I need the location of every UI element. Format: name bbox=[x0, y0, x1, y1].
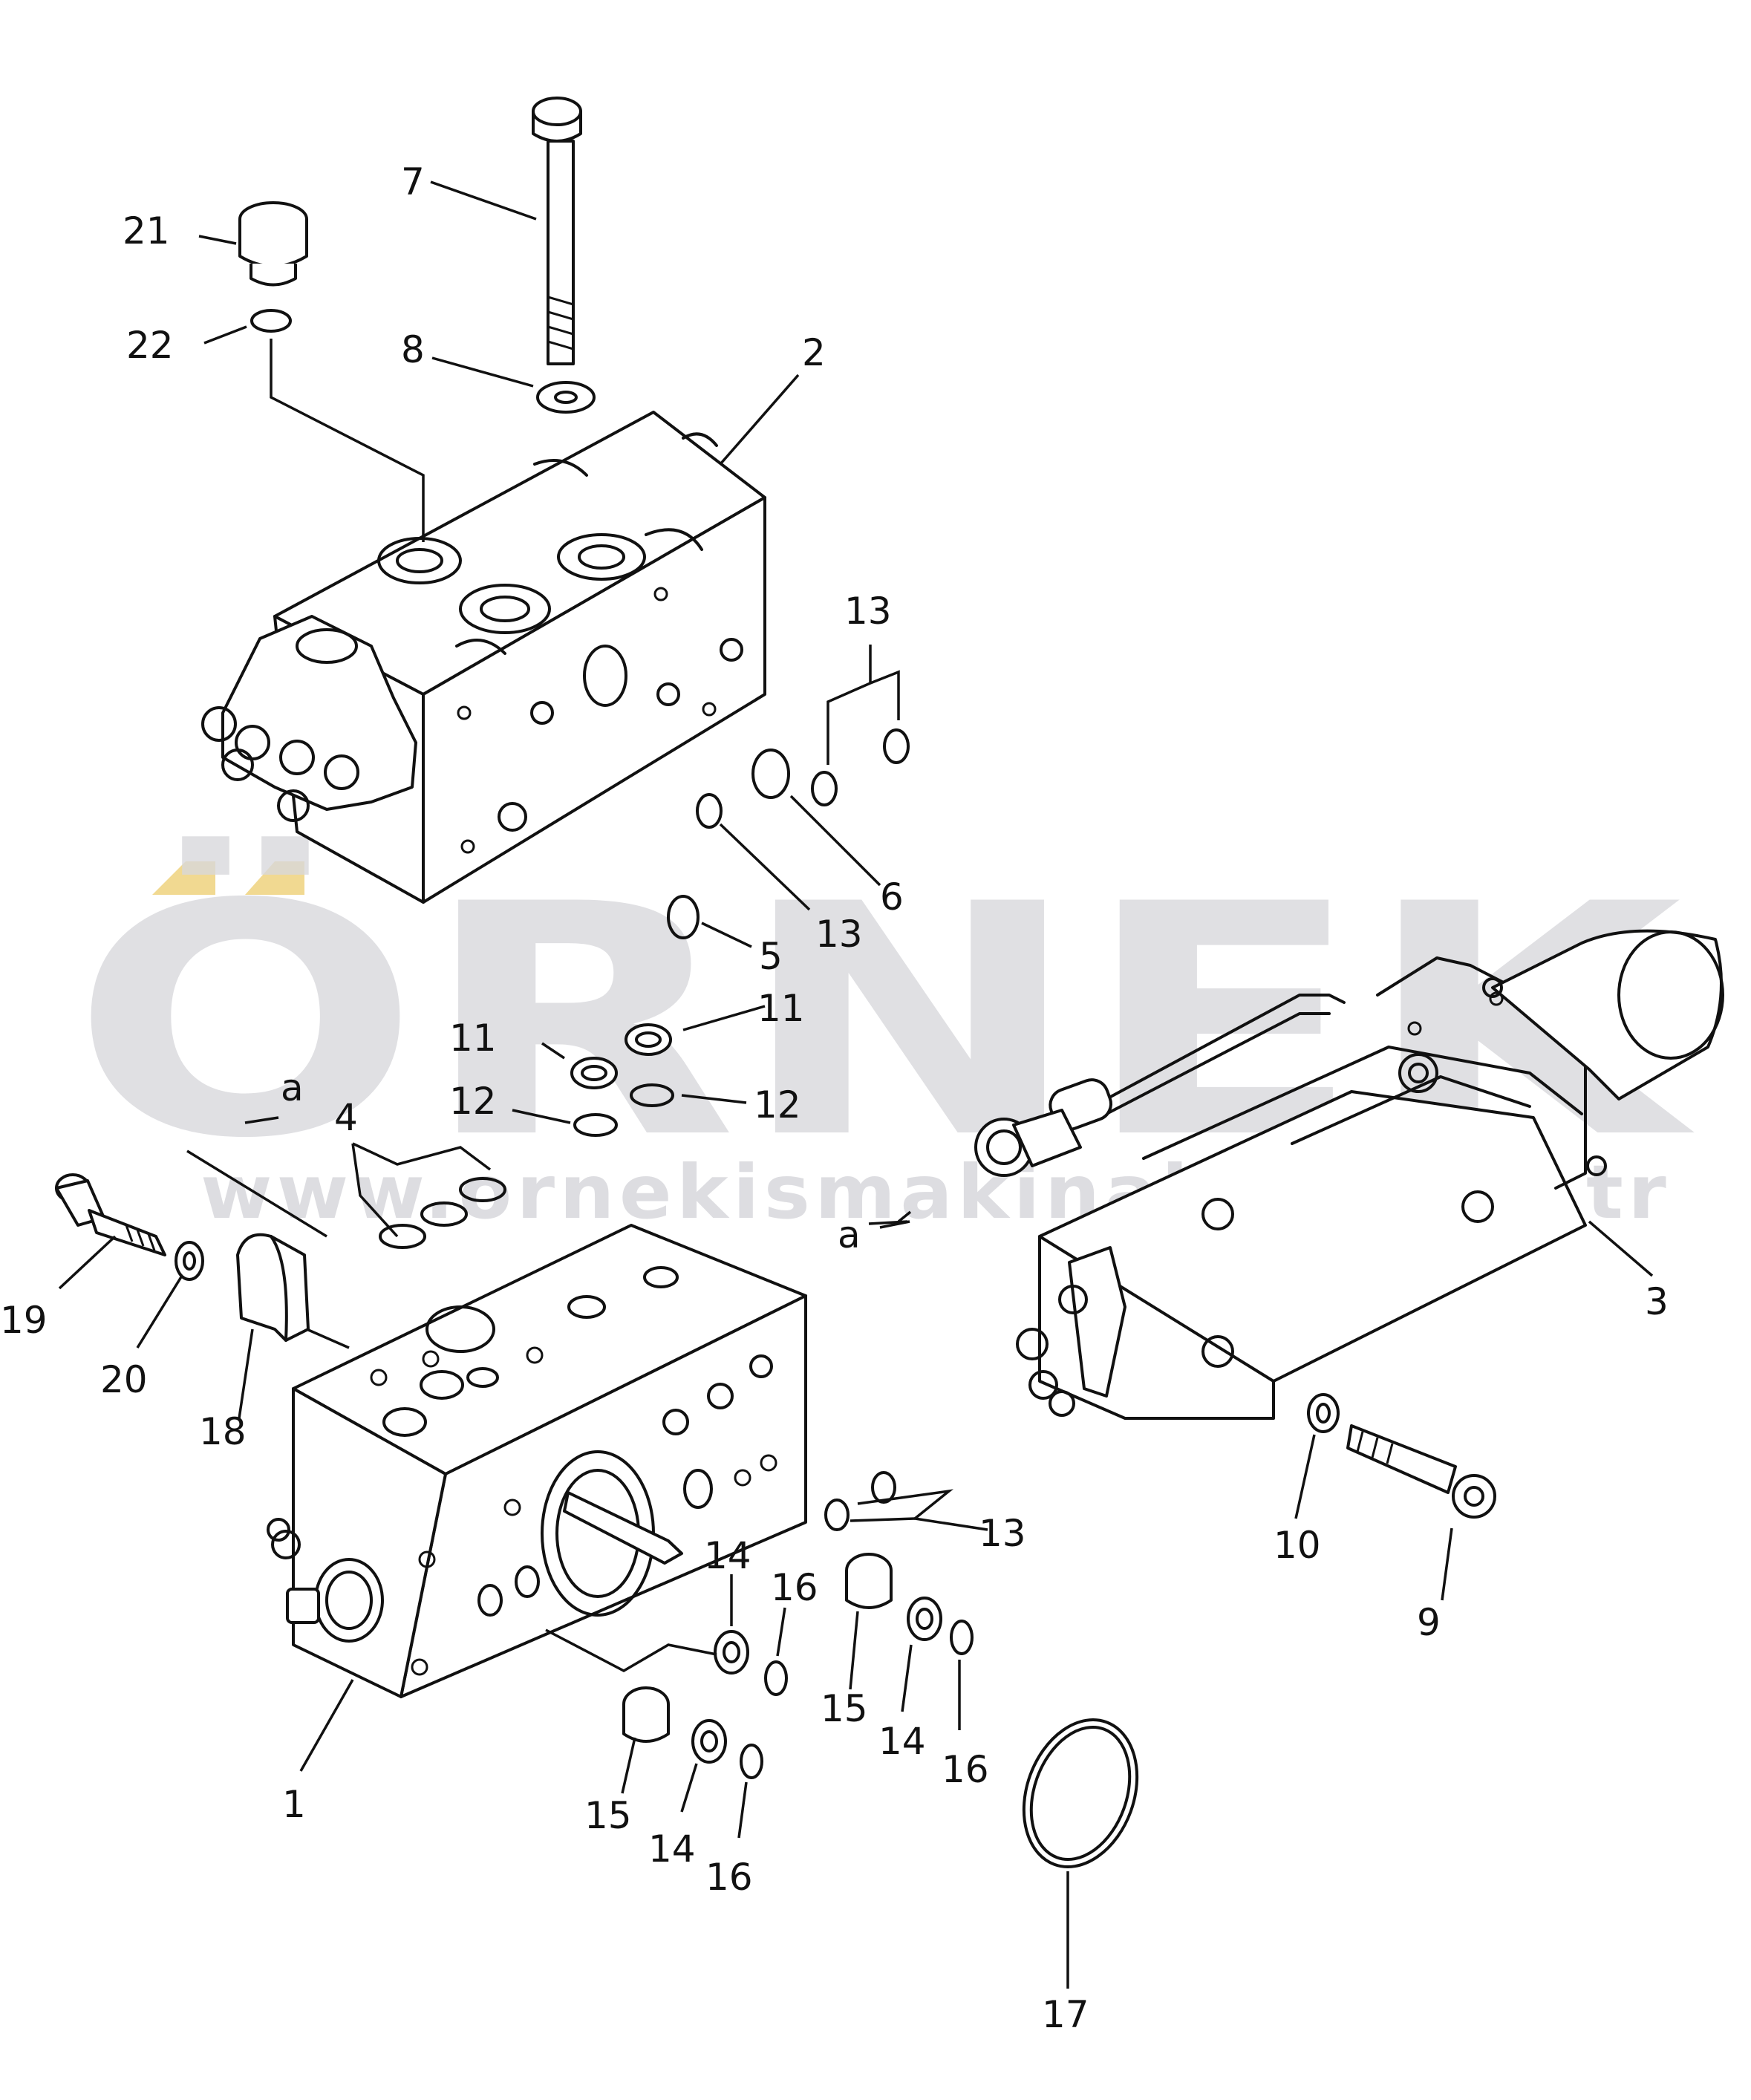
watermark-accent-right bbox=[245, 861, 304, 895]
callout-14-c: 14 bbox=[648, 1827, 696, 1871]
part-13-o-ring-c bbox=[696, 793, 723, 829]
callout-15-b: 15 bbox=[584, 1794, 632, 1837]
callout-5: 5 bbox=[759, 935, 783, 978]
callout-16-a: 16 bbox=[771, 1566, 818, 1609]
callout-8: 8 bbox=[401, 328, 425, 371]
callout-11-right: 11 bbox=[757, 987, 805, 1030]
part-17-large-o-ring bbox=[1022, 1718, 1139, 1868]
part-12-o-ring-a bbox=[630, 1083, 674, 1107]
callout-22: 22 bbox=[126, 324, 174, 367]
callout-16-c: 16 bbox=[705, 1856, 753, 1899]
part-14-seal-c bbox=[691, 1719, 727, 1764]
callout-20: 20 bbox=[100, 1358, 148, 1401]
part-4-o-ring-c bbox=[379, 1224, 426, 1249]
callout-1: 1 bbox=[282, 1783, 306, 1826]
part-7-bolt bbox=[532, 97, 582, 365]
part-8-washer bbox=[536, 381, 596, 414]
part-11-seal-a bbox=[625, 1023, 672, 1056]
callout-14-b: 14 bbox=[878, 1720, 926, 1763]
callout-7: 7 bbox=[401, 160, 425, 203]
callout-2: 2 bbox=[802, 331, 826, 374]
callout-21: 21 bbox=[123, 209, 170, 252]
callout-11-left: 11 bbox=[449, 1017, 497, 1060]
callout-15-a: 15 bbox=[821, 1687, 868, 1730]
callout-labels: 7 21 8 22 2 13 6 13 5 11 11 12 12 a 4 a … bbox=[0, 160, 1669, 2036]
part-15-sleeve-a bbox=[845, 1553, 893, 1609]
callout-a-right: a bbox=[838, 1213, 861, 1256]
part-11-seal-b bbox=[570, 1057, 618, 1089]
callout-10: 10 bbox=[1274, 1524, 1321, 1567]
part-3-actuator bbox=[974, 929, 1724, 1420]
part-14-seal-b bbox=[907, 1597, 942, 1641]
part-16-o-ring-a bbox=[764, 1660, 788, 1696]
part-20-washer bbox=[175, 1241, 204, 1281]
callout-13-upper: 13 bbox=[844, 590, 892, 633]
callout-13-middle: 13 bbox=[815, 913, 863, 956]
part-16-o-ring-b bbox=[950, 1620, 974, 1655]
part-15-sleeve-b bbox=[622, 1686, 670, 1743]
part-21-plug bbox=[238, 201, 308, 287]
leader-lines bbox=[58, 180, 1654, 1989]
part-4-o-ring-b bbox=[420, 1201, 468, 1227]
part-6-o-ring bbox=[751, 749, 790, 799]
callout-6: 6 bbox=[880, 875, 904, 919]
watermark-accent-left bbox=[152, 861, 215, 895]
part-12-o-ring-b bbox=[573, 1113, 618, 1137]
part-13-o-ring-d bbox=[871, 1471, 896, 1504]
part-1-valve-block bbox=[267, 1224, 807, 1698]
callout-9: 9 bbox=[1417, 1601, 1441, 1644]
part-22-o-ring bbox=[250, 309, 292, 333]
callout-18: 18 bbox=[199, 1410, 247, 1453]
part-16-o-ring-c bbox=[740, 1744, 763, 1779]
part-5-o-ring bbox=[667, 895, 700, 939]
callout-17: 17 bbox=[1042, 1993, 1089, 2036]
callout-12-right: 12 bbox=[754, 1083, 801, 1126]
callout-12-left: 12 bbox=[449, 1080, 497, 1123]
callout-a-left: a bbox=[281, 1066, 304, 1109]
part-10-washer bbox=[1307, 1393, 1340, 1433]
callout-14-a: 14 bbox=[704, 1534, 751, 1577]
part-4-o-ring-a bbox=[459, 1177, 506, 1202]
part-13-o-ring-e bbox=[824, 1499, 850, 1531]
part-19-bolt bbox=[55, 1173, 166, 1256]
callout-13-lower: 13 bbox=[979, 1512, 1026, 1555]
callout-19: 19 bbox=[0, 1299, 48, 1342]
callout-4: 4 bbox=[334, 1096, 358, 1139]
part-2-valve-block bbox=[201, 411, 766, 904]
callout-16-b: 16 bbox=[942, 1748, 989, 1791]
callout-3: 3 bbox=[1645, 1280, 1669, 1323]
part-18-clamp bbox=[236, 1233, 310, 1342]
part-14-seal-a bbox=[714, 1630, 749, 1675]
part-9-bolt bbox=[1346, 1424, 1496, 1519]
part-13-o-ring-b bbox=[883, 728, 910, 764]
part-13-o-ring-a bbox=[811, 771, 838, 806]
